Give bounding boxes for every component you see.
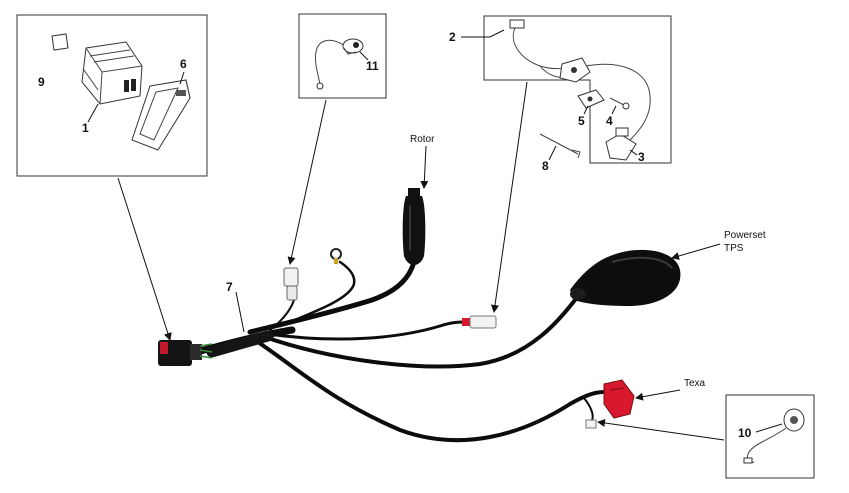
switch-cable-assembly xyxy=(509,19,651,161)
part-number-11: 11 xyxy=(366,59,379,73)
rotor-connector xyxy=(402,188,426,265)
part-number-9: 9 xyxy=(38,75,45,89)
sensor-11 xyxy=(315,38,364,90)
small-white-connector xyxy=(585,419,597,429)
ecu-harness-connector xyxy=(158,340,213,366)
sensor-10-inset: 10 xyxy=(725,394,815,479)
tps-label: TPS xyxy=(724,243,744,254)
part-number-7: 7 xyxy=(226,280,233,294)
cotter-pin-8: 8 xyxy=(539,133,581,173)
part-number-8: 8 xyxy=(542,159,549,173)
rotor-label: Rotor xyxy=(410,134,435,145)
part-number-6: 6 xyxy=(180,57,187,71)
part-number-1: 1 xyxy=(82,121,89,135)
texa-connector xyxy=(603,379,635,419)
ecu-unit xyxy=(81,41,143,105)
part-number-2: 2 xyxy=(449,30,456,44)
powerset-tps-connector xyxy=(570,249,681,306)
part-number-5: 5 xyxy=(578,114,585,128)
part-number-4: 4 xyxy=(606,114,613,128)
texa-label: Texa xyxy=(684,378,706,389)
red-white-connector xyxy=(462,315,497,329)
part-number-10: 10 xyxy=(738,426,752,440)
ecu-inset: 9 1 6 xyxy=(16,14,208,177)
part-number-3: 3 xyxy=(638,150,645,164)
ring-terminal xyxy=(330,248,342,264)
switch-cable-inset: 2 5 4 3 xyxy=(449,15,672,164)
sensor-inset: 11 xyxy=(298,13,387,99)
wiring-harness xyxy=(192,259,606,443)
ecu-holder-bracket xyxy=(131,79,191,151)
powerset-label: Powerset xyxy=(724,230,766,241)
ecu-label-sticker xyxy=(51,33,69,51)
sensor-10 xyxy=(743,408,805,464)
white-connector-sensor xyxy=(283,267,299,301)
